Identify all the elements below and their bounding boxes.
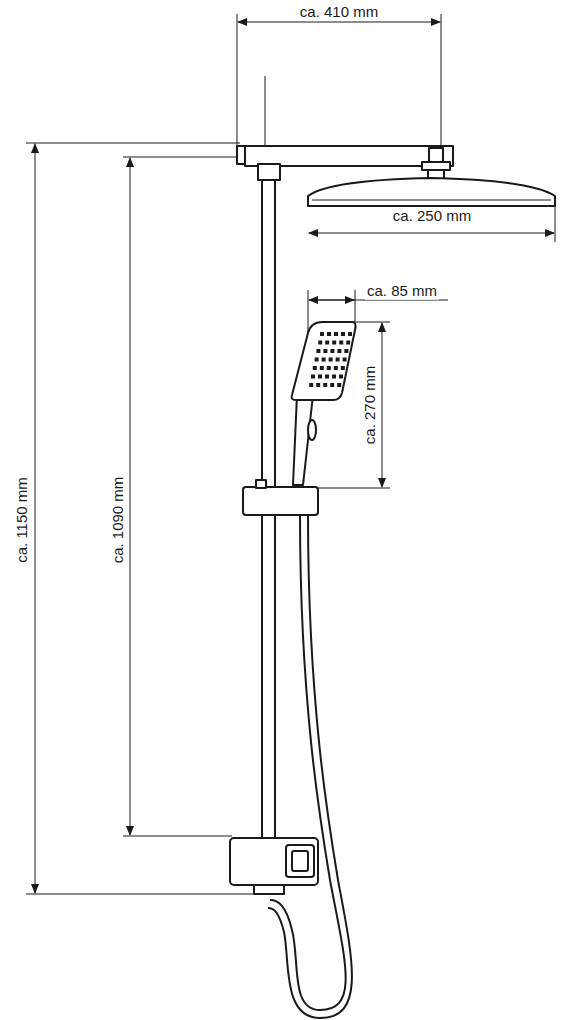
dimension-label: ca. 1090 mm [110,475,127,566]
nozzle-hole [309,383,313,387]
nozzle-hole [341,366,345,370]
nozzle-hole [315,358,319,362]
nozzle-hole [318,375,322,379]
nozzle-hole [336,358,340,362]
nozzle-hole [329,358,333,362]
dimension-lines [26,14,555,894]
nozzle-hole [332,341,336,345]
nozzle-hole [316,383,320,387]
nozzle-hole [339,375,343,379]
nozzle-holes [309,332,352,387]
nozzle-hole [343,358,347,362]
nozzle-hole [316,349,320,353]
nozzle-hole [332,375,336,379]
nozzle-hole [322,358,326,362]
nozzle-hole [339,341,343,345]
shower-parts [230,146,555,1018]
nozzle-hole [320,366,324,370]
nozzle-hole [318,341,322,345]
nozzle-hole [337,383,341,387]
nozzle-hole [327,366,331,370]
nozzle-hole [337,349,341,353]
dimension-label: ca. 250 mm [391,208,473,225]
nozzle-hole [320,332,324,336]
nozzle-hole [348,332,352,336]
dimension-label: ca. 270 mm [362,364,379,446]
dimension-label: ca. 410 mm [298,4,380,21]
nozzle-hole [334,366,338,370]
nozzle-hole [344,349,348,353]
nozzle-hole [330,383,334,387]
nozzle-hole [327,332,331,336]
nozzle-hole [313,366,317,370]
nozzle-hole [323,349,327,353]
dimension-label: ca. 85 mm [365,283,439,300]
dimension-label: ca. 1150 mm [14,475,31,565]
nozzle-hole [325,341,329,345]
nozzle-hole [325,375,329,379]
nozzle-hole [334,332,338,336]
nozzle-hole [330,349,334,353]
nozzle-hole [346,341,350,345]
nozzle-hole [311,375,315,379]
nozzle-hole [341,332,345,336]
nozzle-hole [323,383,327,387]
